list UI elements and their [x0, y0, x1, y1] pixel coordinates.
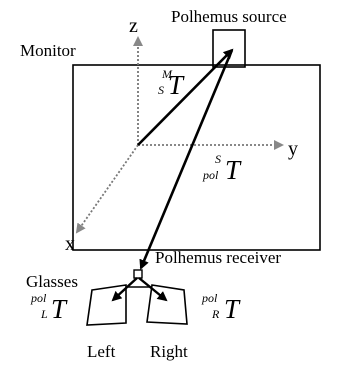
arrow-receiver-to-right — [138, 277, 168, 302]
transform-receiver-left-symbol: T — [51, 294, 67, 324]
transform-receiver-right-symbol: T — [224, 294, 240, 324]
transform-monitor-source-sub: S — [158, 83, 164, 97]
polhemus-receiver-label: Polhemus receiver — [155, 248, 282, 267]
transform-receiver-left-sub: L — [41, 307, 48, 321]
arrow-source-to-receiver — [139, 49, 234, 270]
transform-receiver-right-sub: R — [212, 307, 220, 321]
transform-source-receiver-symbol: T — [225, 155, 241, 185]
transform-receiver-left-sup: pol — [31, 291, 47, 305]
polhemus-receiver-box — [133, 269, 143, 279]
right-lens — [146, 284, 188, 325]
transform-source-receiver-sub: pol — [203, 168, 219, 182]
transform-receiver-right: pol R T — [202, 292, 262, 332]
polhemus-source-label: Polhemus source — [171, 7, 287, 26]
arrow-monitor-to-source — [137, 48, 234, 146]
x-axis-label: x — [65, 233, 75, 255]
y-axis-label: y — [288, 138, 298, 160]
right-label: Right — [150, 342, 188, 361]
transform-monitor-source-symbol: T — [168, 70, 184, 100]
left-lens — [86, 284, 127, 326]
glasses-label: Glasses — [26, 272, 78, 291]
monitor-label: Monitor — [20, 41, 76, 60]
z-axis-label: z — [129, 15, 138, 37]
monitor-outline — [72, 64, 321, 251]
x-axis-line — [75, 144, 139, 234]
transform-monitor-source: M S T — [148, 68, 188, 104]
transform-source-receiver: S pol T — [203, 153, 263, 193]
left-label: Left — [87, 342, 116, 361]
transform-source-receiver-sup: S — [215, 152, 221, 166]
transform-monitor-source-sup: M — [162, 67, 172, 81]
polhemus-source-box — [212, 29, 246, 68]
arrow-receiver-to-left — [111, 277, 138, 302]
transform-receiver-left: pol L T — [31, 292, 91, 332]
transform-receiver-right-sup: pol — [202, 291, 218, 305]
